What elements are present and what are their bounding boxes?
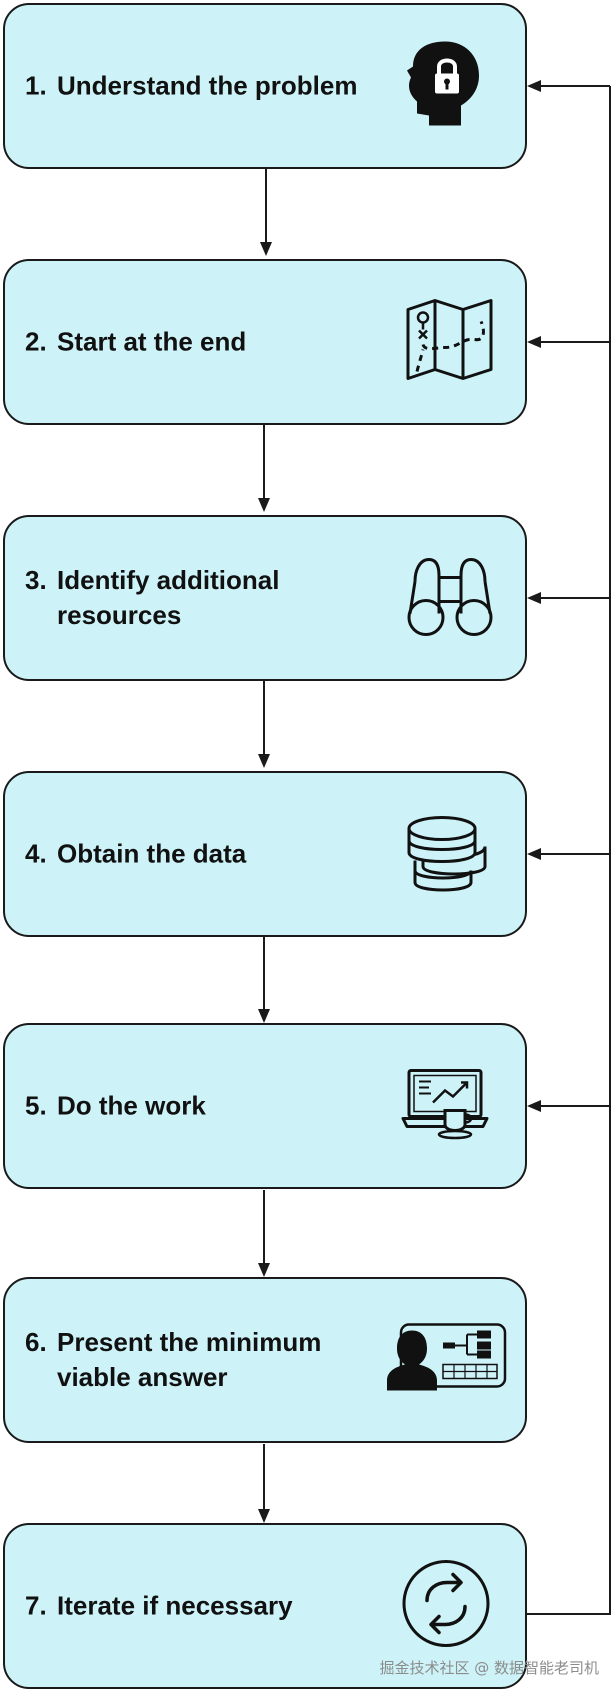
step-4-label: 4. Obtain the data xyxy=(25,837,385,872)
step-6-label: 6. Present the minimum viable answer xyxy=(25,1325,385,1395)
database-icon xyxy=(403,809,493,900)
step-title: Understand the problem xyxy=(57,70,358,101)
head-lock-icon xyxy=(407,40,485,133)
step-title: Obtain the data xyxy=(57,838,247,869)
treasure-map-icon xyxy=(405,298,495,387)
step-number: 6. xyxy=(25,1327,47,1357)
step-title-line-1: Present the minimum xyxy=(57,1327,322,1357)
step-title: Start at the end xyxy=(57,326,247,357)
step-7-label: 7. Iterate if necessary xyxy=(25,1589,385,1624)
step-title-line-1: Identify additional xyxy=(57,565,280,595)
step-1-box: 1. Understand the problem xyxy=(3,3,527,169)
step-title: Iterate if necessary xyxy=(57,1590,293,1621)
step-5-label: 5. Do the work xyxy=(25,1089,385,1124)
step-number: 2. xyxy=(25,326,47,357)
step-3-label: 3. Identify additional resources xyxy=(25,563,385,633)
step-4-box: 4. Obtain the data xyxy=(3,771,527,937)
step-number: 3. xyxy=(25,565,47,595)
step-number: 1. xyxy=(25,70,47,101)
binoculars-icon xyxy=(405,554,495,643)
watermark: 掘金技术社区 @ 数据智能老司机 xyxy=(379,1659,599,1677)
step-6-box: 6. Present the minimum viable answer xyxy=(3,1277,527,1443)
step-1-label: 1. Understand the problem xyxy=(25,69,385,104)
step-number: 7. xyxy=(25,1590,47,1621)
feedback-loop-line xyxy=(527,86,611,1615)
presenter-chart-icon xyxy=(387,1323,509,1398)
step-title: Do the work xyxy=(57,1090,206,1121)
step-7-box: 7. Iterate if necessary xyxy=(3,1523,527,1689)
step-5-box: 5. Do the work xyxy=(3,1023,527,1189)
cycle-arrows-icon xyxy=(401,1559,491,1654)
step-2-label: 2. Start at the end xyxy=(25,325,385,360)
laptop-coffee-icon xyxy=(401,1067,491,1146)
step-title-line-2: resources xyxy=(57,600,182,630)
step-number: 5. xyxy=(25,1090,47,1121)
step-2-box: 2. Start at the end xyxy=(3,259,527,425)
step-number: 4. xyxy=(25,838,47,869)
step-title-line-2: viable answer xyxy=(57,1362,228,1392)
step-3-box: 3. Identify additional resources xyxy=(3,515,527,681)
